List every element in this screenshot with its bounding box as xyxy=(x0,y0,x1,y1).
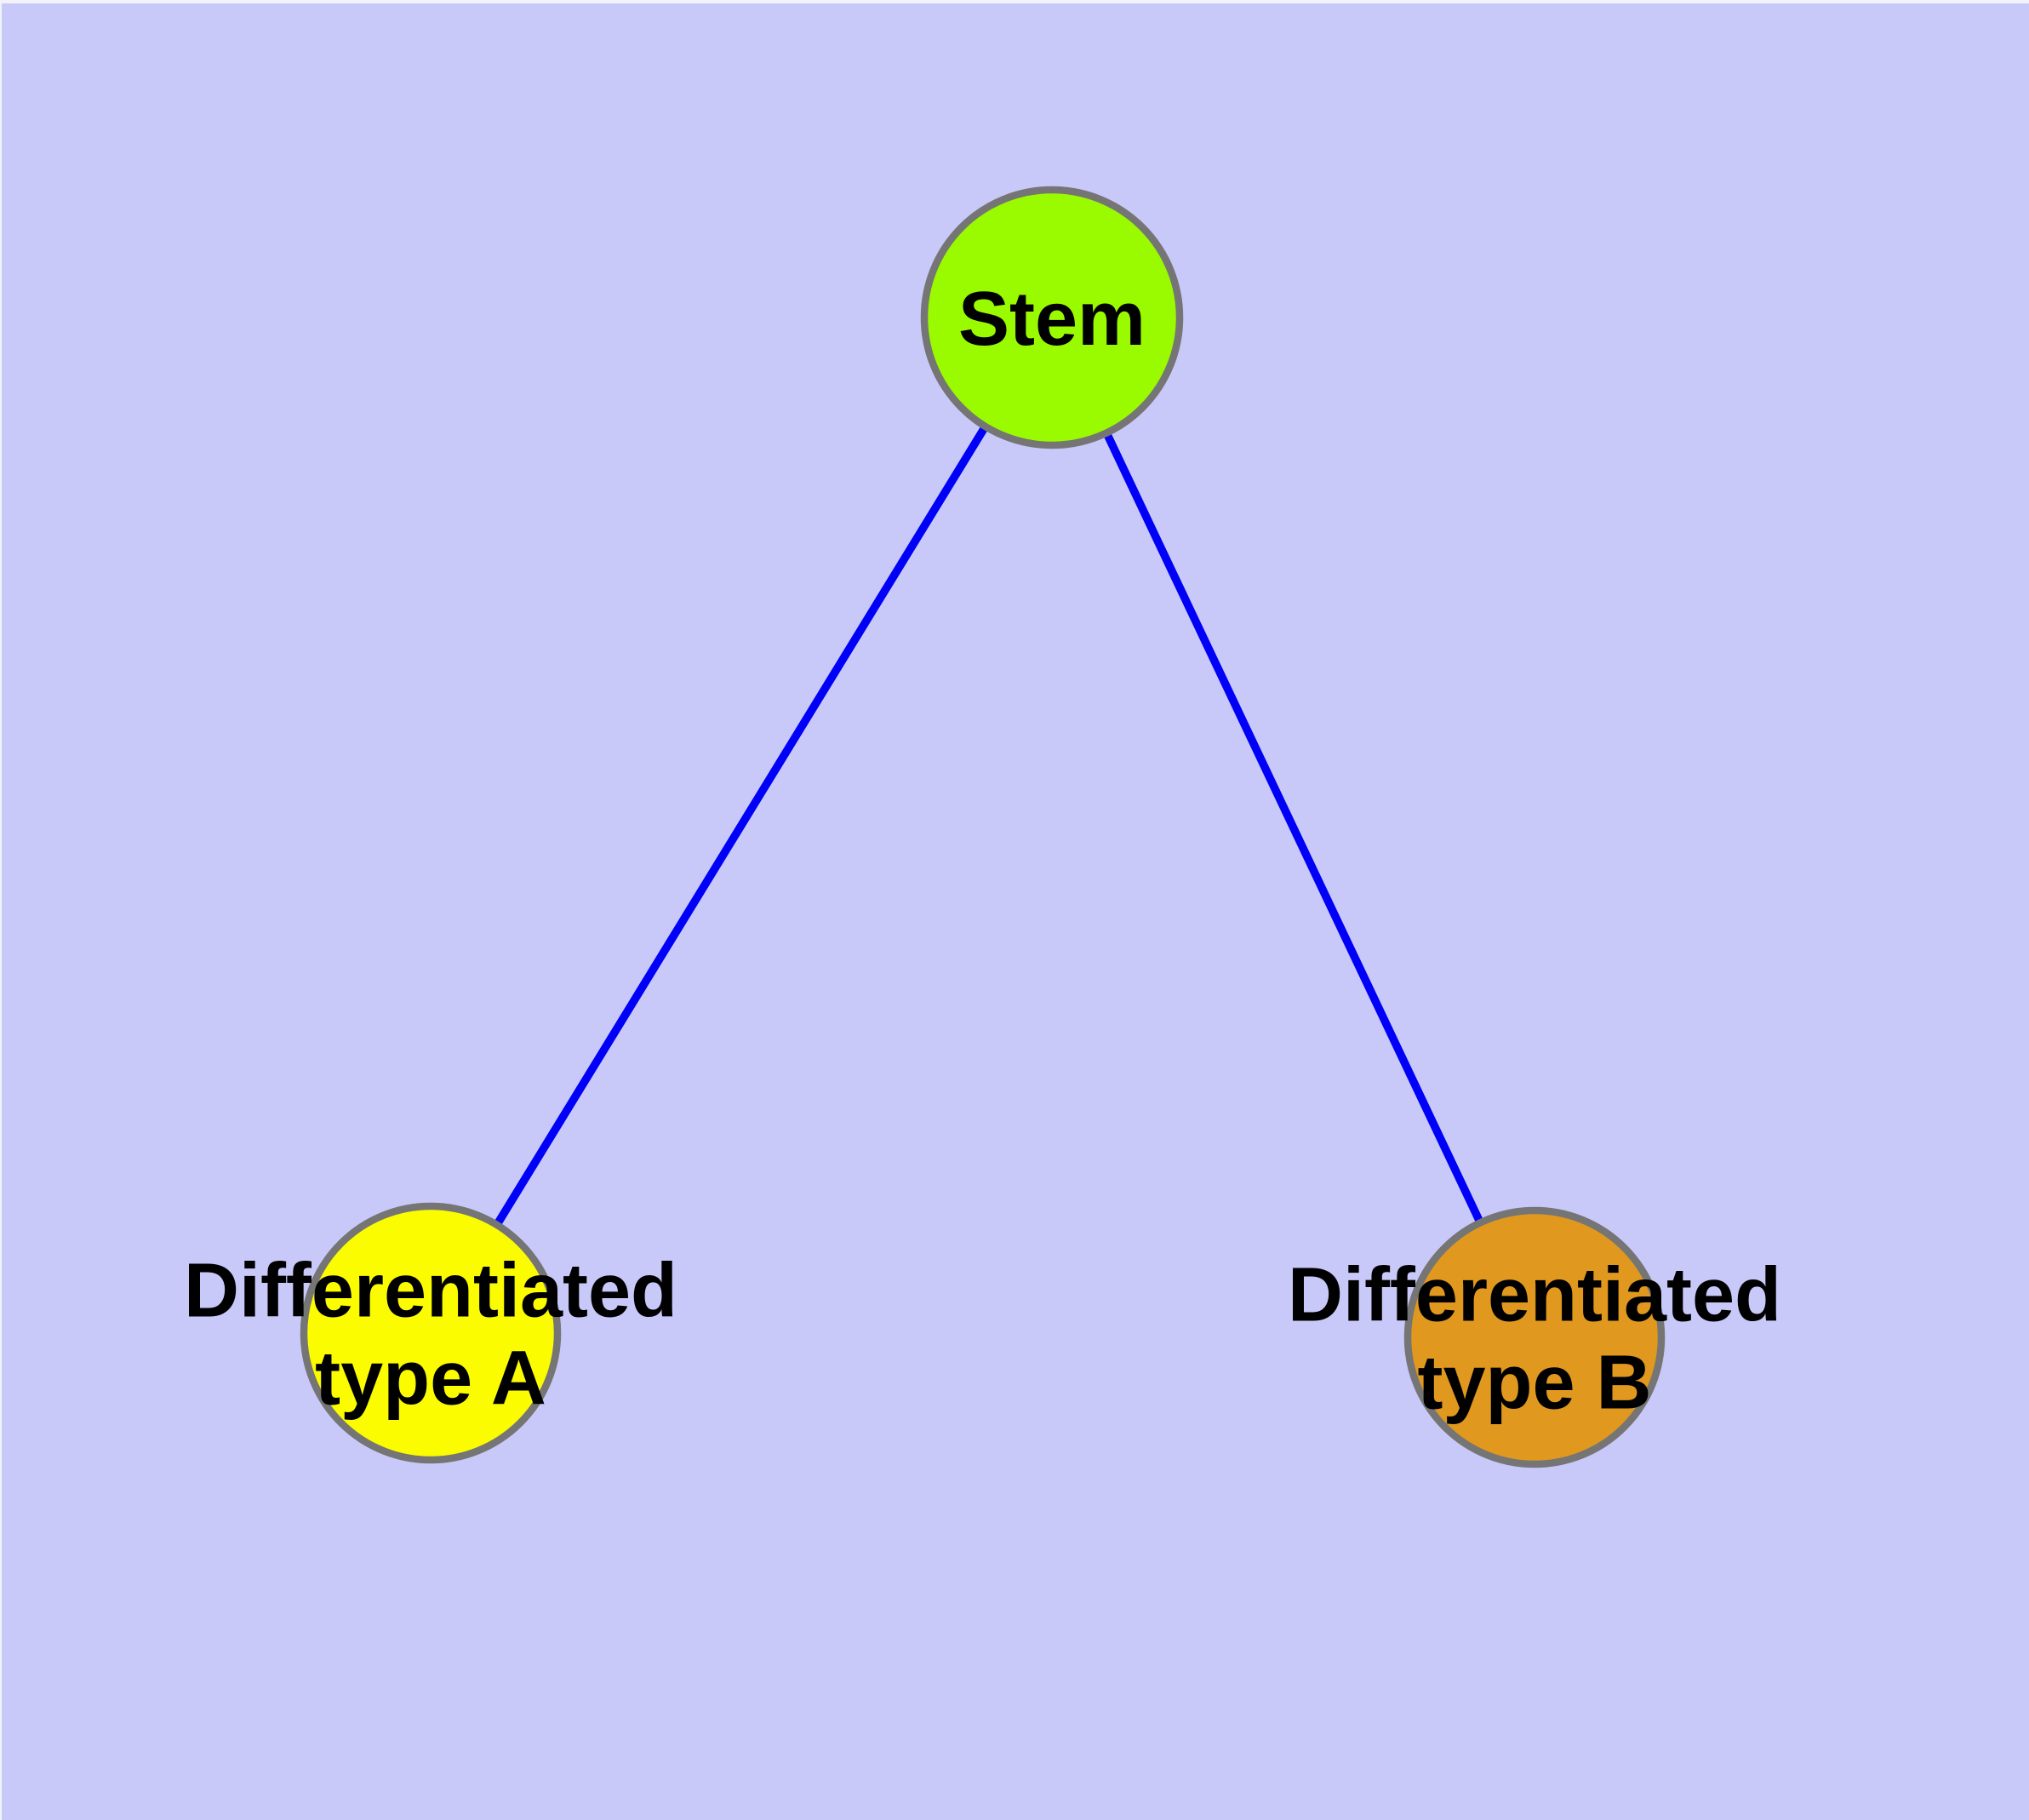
node-label-stem: Stem xyxy=(958,277,1146,362)
node-type-b xyxy=(1403,1206,1666,1468)
node-label-line: type A xyxy=(315,1336,546,1422)
node-type-a xyxy=(300,1202,562,1464)
edge-stem-type-b xyxy=(1048,315,1539,1340)
node-label-line: Differentiated xyxy=(1288,1253,1781,1338)
edge-stem-type-a xyxy=(426,315,1056,1336)
node-label-line: Stem xyxy=(958,277,1146,362)
node-stem xyxy=(920,186,1184,449)
node-label-line: type B xyxy=(1417,1341,1651,1426)
node-label-line: Differentiated xyxy=(184,1249,677,1334)
window-top-edge xyxy=(0,0,2029,3)
window-left-edge xyxy=(0,0,2,1820)
